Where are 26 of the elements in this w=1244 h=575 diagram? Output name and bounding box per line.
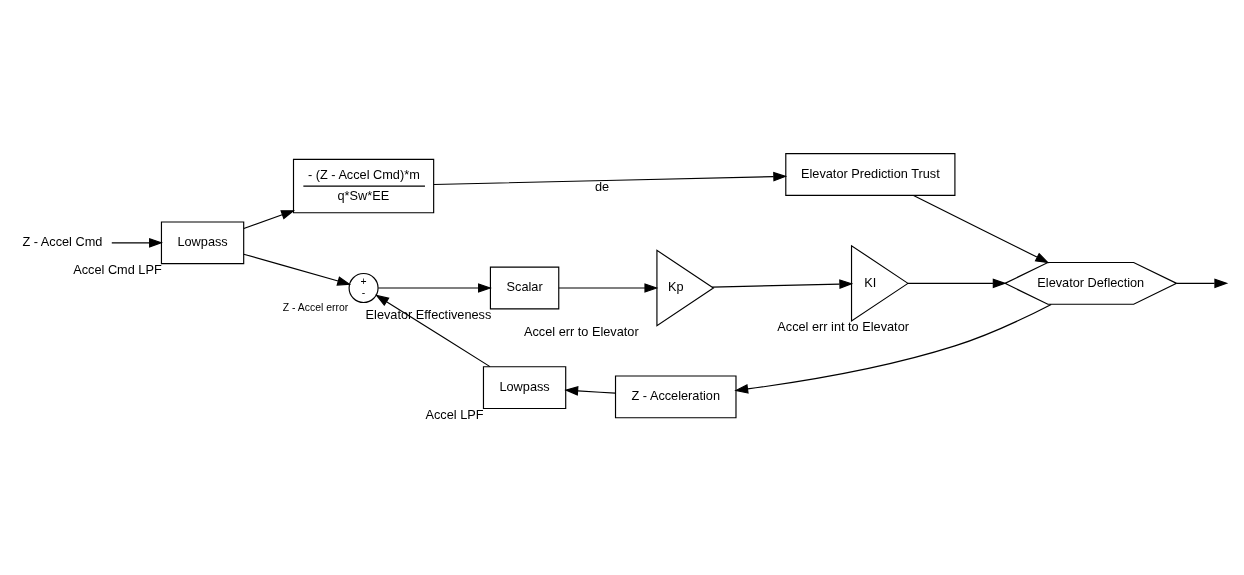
edge-label: de [595, 178, 610, 194]
node-label: Accel LPF [425, 406, 484, 422]
node-label: Z - Accel error [282, 301, 349, 313]
arrow [433, 171, 788, 185]
arrow [734, 303, 1052, 394]
arrow [907, 278, 1007, 288]
node-box: - (Z - Accel Cmd)*m q*Sw*EE [292, 158, 435, 213]
arrow [243, 253, 352, 286]
arrow [375, 294, 491, 367]
arrow [1176, 278, 1229, 288]
node-box: Lowpass [160, 220, 245, 264]
node-box: Scalar [489, 266, 560, 309]
node-box: Lowpass [482, 365, 567, 409]
node-box: Z - Acceleration [614, 374, 737, 418]
node-circle: + - [348, 272, 379, 303]
arrow [558, 282, 659, 293]
node-text: Z - Accel Cmd [22, 233, 103, 249]
node-box: Elevator Prediction Trust [785, 152, 956, 196]
node-label: Accel err to Elevator [524, 323, 639, 339]
arrow [564, 385, 616, 396]
node-label: Accel Cmd LPF [73, 261, 162, 277]
arrow [111, 237, 163, 248]
arrow [243, 209, 295, 229]
arrow [711, 278, 854, 289]
arrow [913, 194, 1050, 263]
arrow [377, 282, 492, 293]
